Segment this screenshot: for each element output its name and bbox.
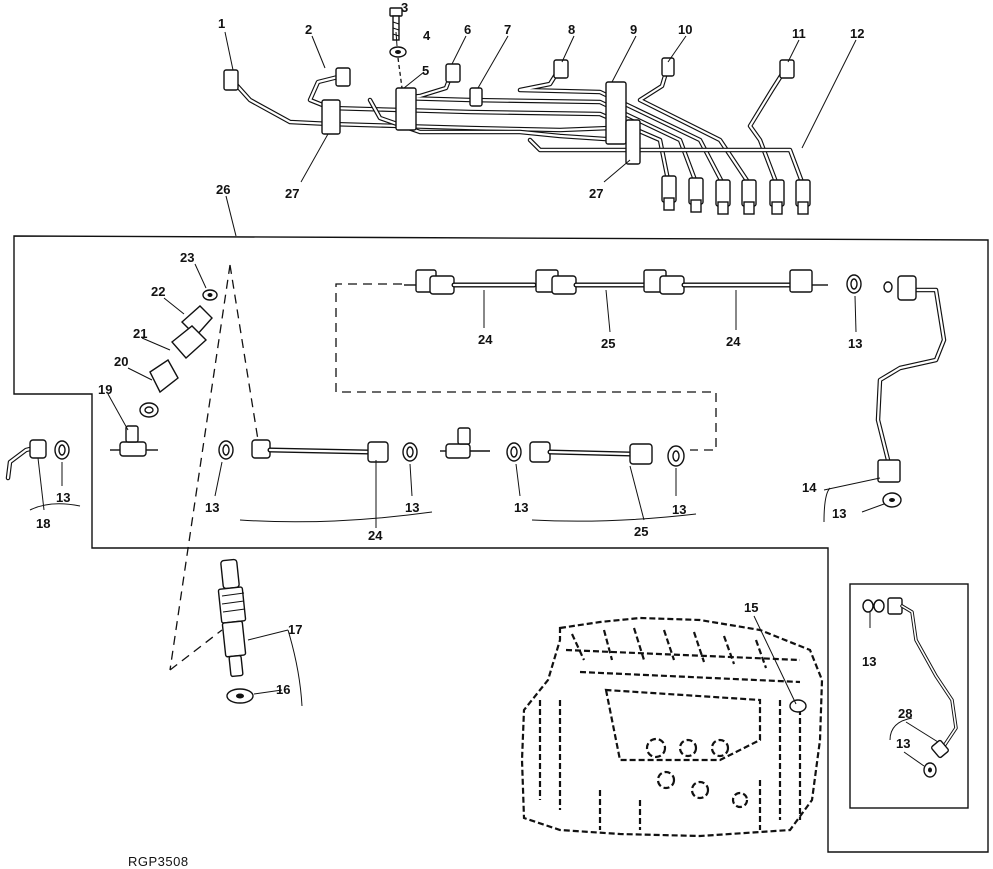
callout-17: 17 — [288, 622, 302, 637]
callout-14: 14 — [802, 480, 817, 495]
callout-12: 12 — [850, 26, 864, 41]
parts-panel-outline — [13, 235, 989, 853]
leader-lines — [29, 31, 939, 767]
callout-13-lower-a: 13 — [205, 500, 219, 515]
callout-24-upper-right: 24 — [726, 334, 741, 349]
callout-21: 21 — [133, 326, 147, 341]
callout-3: 3 — [401, 0, 408, 15]
return-line-14 — [875, 275, 947, 508]
injection-pump — [520, 616, 824, 838]
callout-13-inset: 13 — [862, 654, 876, 669]
figure-reference-code: RGP3508 — [128, 854, 189, 869]
callout-labels: 1 2 3 4 5 6 7 8 9 10 11 12 27 27 26 23 2… — [36, 0, 912, 751]
callout-13-at-14: 13 — [832, 506, 846, 521]
callout-9: 9 — [630, 22, 637, 37]
callout-27-right: 27 — [589, 186, 603, 201]
callout-24-upper-left: 24 — [478, 332, 493, 347]
injection-line-bundle — [223, 7, 811, 215]
leak-off-line-lower — [218, 427, 685, 467]
callout-25-upper: 25 — [601, 336, 615, 351]
nozzle-component-stack — [110, 264, 259, 671]
callout-13-lower-c: 13 — [514, 500, 528, 515]
callout-2: 2 — [305, 22, 312, 37]
injector-17 — [217, 558, 254, 704]
callout-13-lower-b: 13 — [405, 500, 419, 515]
leak-off-line-upper — [335, 269, 862, 451]
callout-7: 7 — [504, 22, 511, 37]
callout-25-lower: 25 — [634, 524, 648, 539]
callout-1: 1 — [218, 16, 225, 31]
callout-26: 26 — [216, 182, 230, 197]
callout-11: 11 — [792, 26, 806, 41]
callout-15: 15 — [744, 600, 758, 615]
callout-27-left: 27 — [285, 186, 299, 201]
callout-24-lower: 24 — [368, 528, 383, 543]
callout-13-inset-lower: 13 — [896, 736, 910, 751]
callout-23: 23 — [180, 250, 194, 265]
callout-13-lower-d: 13 — [672, 502, 686, 517]
callout-13-upper: 13 — [848, 336, 862, 351]
callout-6: 6 — [464, 22, 471, 37]
callout-5: 5 — [422, 63, 429, 78]
callout-22: 22 — [151, 284, 165, 299]
elbow-fitting-18 — [5, 439, 70, 481]
callout-8: 8 — [568, 22, 575, 37]
callout-20: 20 — [114, 354, 128, 369]
callout-16: 16 — [276, 682, 290, 697]
callout-28: 28 — [898, 706, 912, 721]
inset-line-28 — [849, 583, 969, 809]
callout-10: 10 — [678, 22, 692, 37]
callout-13-at-18: 13 — [56, 490, 70, 505]
callout-19: 19 — [98, 382, 112, 397]
callout-4: 4 — [423, 28, 431, 43]
callout-18: 18 — [36, 516, 50, 531]
